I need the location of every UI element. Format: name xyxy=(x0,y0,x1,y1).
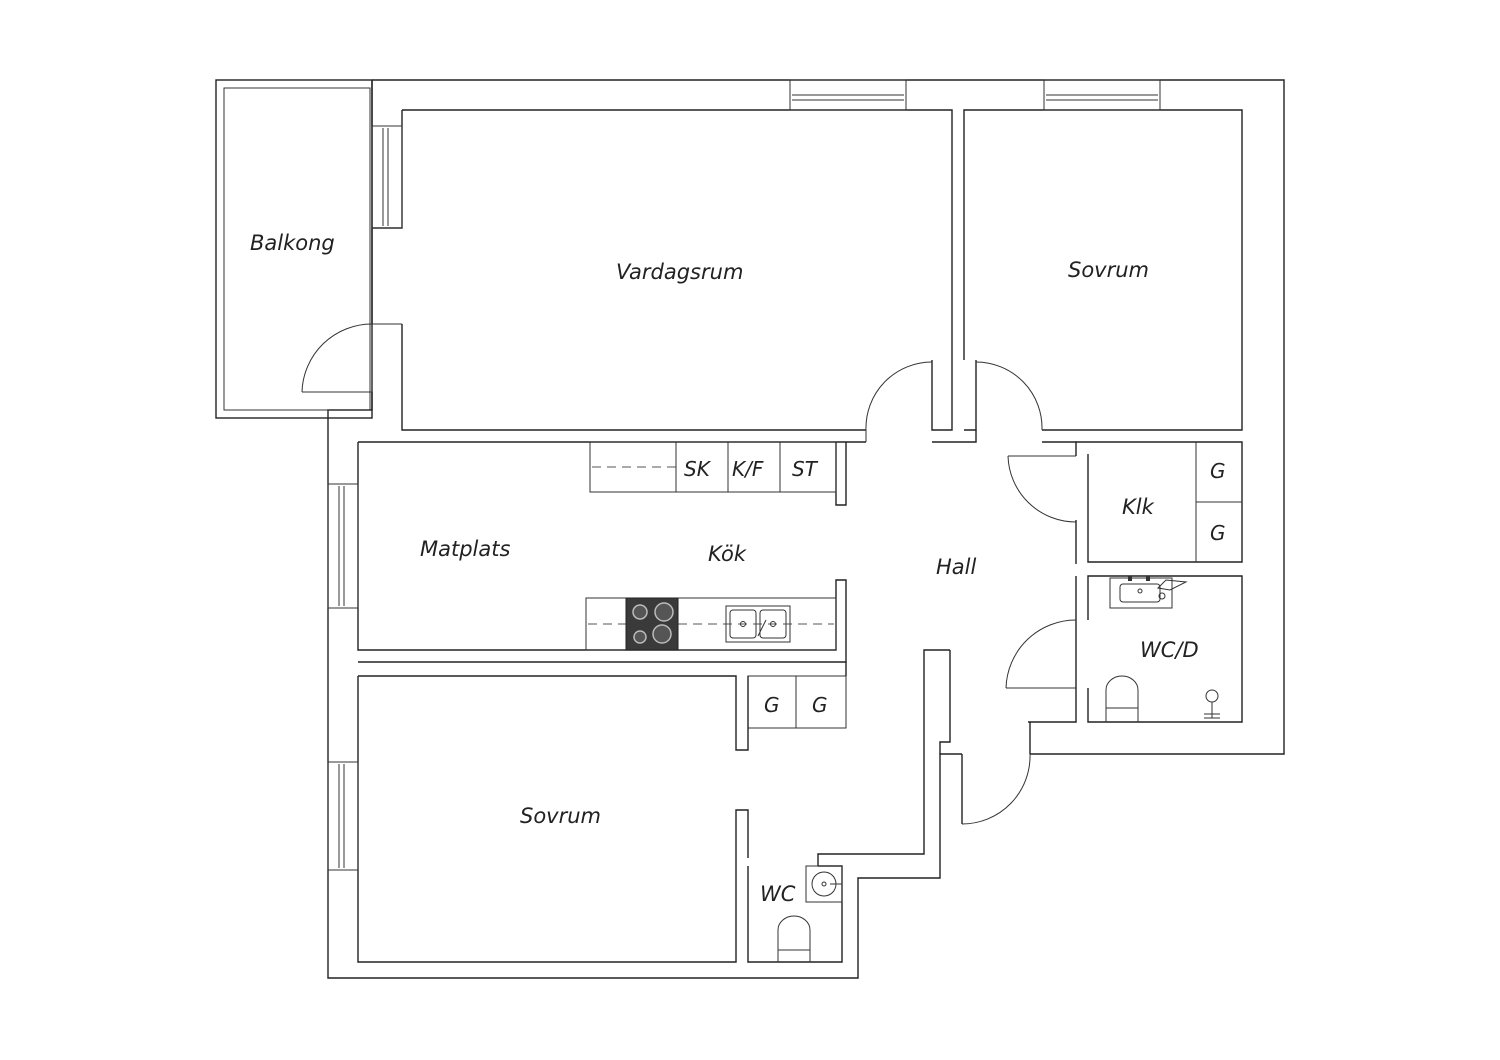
fixture-g-hall-left: G xyxy=(764,693,780,717)
bathroom-door[interactable] xyxy=(1005,619,1077,689)
window-bedroom-bottom xyxy=(327,761,359,871)
lower-counter xyxy=(585,597,837,651)
fixture-g-klk-top: G xyxy=(1210,459,1226,483)
room-label-klk: Klk xyxy=(1122,495,1155,519)
wc-toilet-icon xyxy=(777,915,811,962)
toilet-icon xyxy=(1105,675,1139,722)
fixture-kf: K/F xyxy=(732,457,764,481)
outer-walls xyxy=(327,79,1285,979)
wc-walls xyxy=(747,865,843,963)
window-living-left xyxy=(371,125,403,229)
room-label-kok: Kök xyxy=(708,542,747,566)
room-label-wcd: WC/D xyxy=(1140,638,1199,662)
room-label-vardagsrum: Vardagsrum xyxy=(616,260,743,284)
upper-counter xyxy=(589,441,837,493)
room-label-sovrum-bottom: Sovrum xyxy=(520,804,601,828)
entrance-door[interactable] xyxy=(961,753,1031,825)
bathroom-walls xyxy=(1028,575,1243,723)
fixture-st: ST xyxy=(792,457,819,481)
room-label-hall: Hall xyxy=(936,555,976,579)
room-label-matplats: Matplats xyxy=(420,537,510,561)
wc-washbasin-icon xyxy=(805,865,843,903)
room-label-sovrum-top: Sovrum xyxy=(1068,258,1149,282)
closet-door[interactable] xyxy=(1007,455,1077,523)
window-bedroom-top xyxy=(1043,79,1161,111)
living-room-door[interactable] xyxy=(865,361,933,442)
window-living-top xyxy=(789,79,907,111)
entrance-walls xyxy=(817,649,1031,866)
fixture-g-hall-right: G xyxy=(812,693,828,717)
bedroom-bottom-walls xyxy=(357,675,749,963)
sink-icon xyxy=(725,605,791,643)
hall-wardrobes xyxy=(747,662,847,729)
stove-icon xyxy=(625,597,679,651)
window-kitchen-left xyxy=(327,483,359,609)
washbasin-icon xyxy=(1109,576,1188,609)
closet-walls xyxy=(1042,441,1243,564)
fixture-sk: SK xyxy=(684,457,712,481)
fixture-g-klk-bottom: G xyxy=(1210,521,1226,545)
balcony-door[interactable] xyxy=(301,323,402,393)
balcony xyxy=(215,79,373,419)
room-label-balkong: Balkong xyxy=(250,231,335,255)
room-label-wc: WC xyxy=(760,882,796,906)
shower-icon xyxy=(1204,689,1220,719)
bedroom-top-door[interactable] xyxy=(975,361,1043,431)
